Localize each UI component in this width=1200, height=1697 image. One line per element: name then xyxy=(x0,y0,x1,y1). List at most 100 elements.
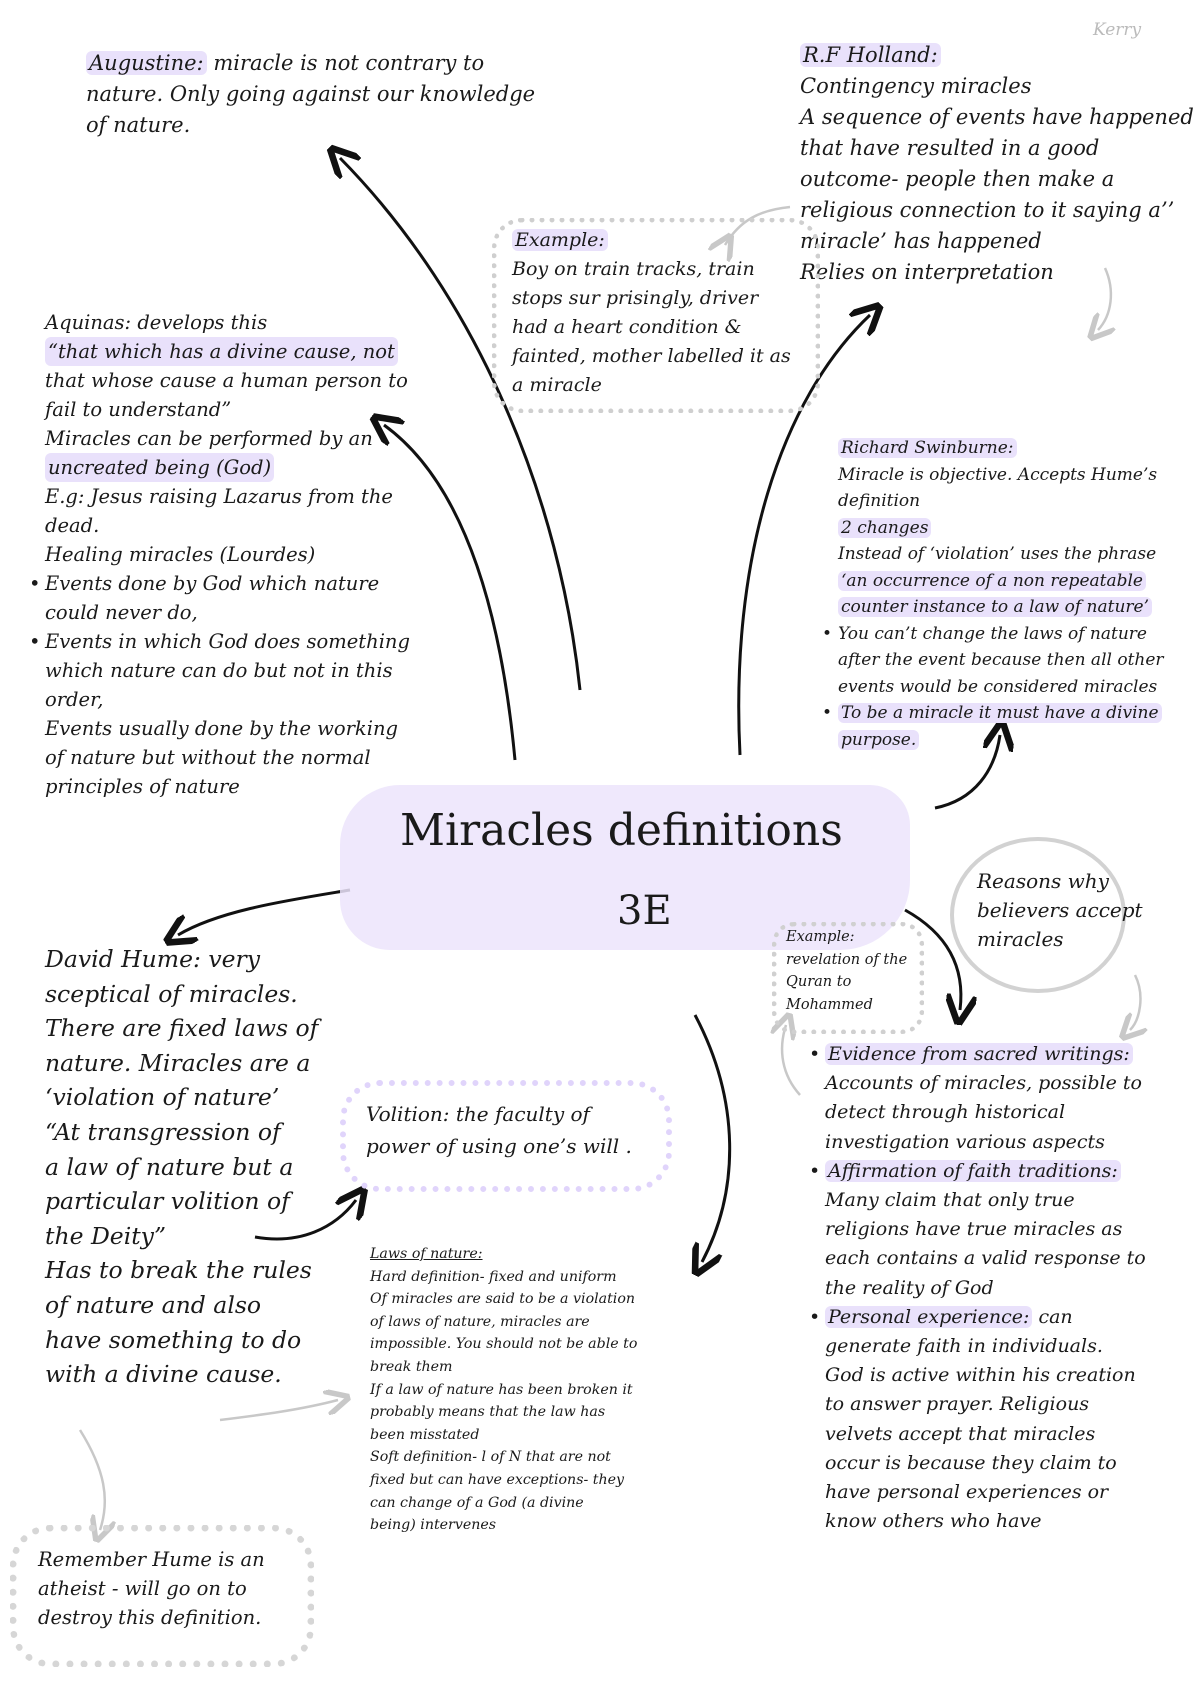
example-train-line: fainted, mother labelled it as xyxy=(512,345,791,367)
reason-line: God is active within his creation xyxy=(825,1364,1136,1387)
laws-line: break them xyxy=(370,1358,453,1375)
holland-line: miracle’ has happened xyxy=(800,229,1042,253)
grey-arrow-holland-down xyxy=(1098,267,1111,330)
arrow-to-volition xyxy=(254,1200,356,1241)
reason-line: to answer prayer. Religious xyxy=(825,1393,1090,1416)
aquinas-line: that whose cause a human person to xyxy=(45,369,408,392)
reason-line: have personal experiences or xyxy=(825,1481,1109,1504)
swinburne-bullet-line: You can’t change the laws of nature xyxy=(822,621,1164,648)
example-quran-line: Example: xyxy=(786,929,855,945)
aquinas-line: “that which has a divine cause, not xyxy=(45,337,398,366)
arrow-to-hume xyxy=(178,888,351,935)
arrow-to-reasons-list xyxy=(904,908,961,1010)
example-quran-note: Example: revelation of the Quran to Moha… xyxy=(786,926,907,1016)
volition-line: Volition: the faculty of xyxy=(366,1102,590,1126)
reasons-line: miracles xyxy=(977,927,1064,951)
aquinas-line: uncreated being (God) xyxy=(45,453,275,482)
reasons-circle xyxy=(950,837,1126,993)
holland-line: outcome- people then make a xyxy=(800,167,1115,191)
holland-line: A sequence of events have happened xyxy=(800,105,1194,129)
aquinas-line: E.g: Jesus raising Lazarus from the xyxy=(45,485,393,508)
holland-line: religious connection to it saying a’’ xyxy=(800,198,1175,222)
swinburne-note: Richard Swinburne: Miracle is objective.… xyxy=(822,435,1164,753)
arrow-to-laws xyxy=(695,1014,732,1262)
laws-line: impossible. You should not be able to xyxy=(370,1336,638,1353)
swinburne-line: ‘an occurrence of a non repeatable xyxy=(838,570,1146,591)
aquinas-line: Miracles can be performed by an xyxy=(45,427,373,450)
hume-line: nature. Miracles are a xyxy=(45,1048,311,1077)
example-train-line: had a heart condition & xyxy=(512,316,742,338)
aquinas-line: Aquinas: develops this xyxy=(45,311,268,334)
aquinas-line: Healing miracles (Lourdes) xyxy=(45,543,316,566)
swinburne-bullet-line: after the event because then all other xyxy=(838,650,1164,670)
aquinas-note: Aquinas: develops this “that which has a… xyxy=(29,308,410,801)
hume-note-cloud xyxy=(10,1525,314,1667)
reason-line: Accounts of miracles, possible to xyxy=(825,1072,1142,1095)
reasons-line: believers accept xyxy=(977,898,1143,922)
holland-line: that have resulted in a good xyxy=(800,136,1100,160)
example-train-line: a miracle xyxy=(512,374,602,396)
aquinas-bullet-line: which nature can do but not in this xyxy=(45,659,393,682)
laws-line: fixed but can have exceptions- they xyxy=(370,1471,625,1488)
hume-line: Has to break the rules xyxy=(45,1256,312,1285)
hume-line: ‘violation of nature’ xyxy=(45,1083,280,1112)
example-train-heading: Example: xyxy=(512,229,608,251)
grey-arrow-reasons-down xyxy=(1130,974,1140,1030)
reason-line: investigation various aspects xyxy=(825,1130,1105,1153)
arrow-to-aquinas xyxy=(384,425,517,761)
swinburne-bullet-line: To be a miracle it must have a divine xyxy=(838,703,1162,723)
reason-line: each contains a valid response to xyxy=(825,1247,1146,1270)
hume-line: David Hume: very xyxy=(45,945,261,973)
reason-heading-tail: can xyxy=(1032,1305,1073,1328)
reason-line: detect through historical xyxy=(825,1101,1066,1124)
reason-heading: Affirmation of faith traditions: xyxy=(825,1159,1121,1182)
aquinas-line: fail to understand” xyxy=(45,398,232,421)
swinburne-bullet-line: events would be considered miracles xyxy=(838,676,1158,697)
center-code: 3E xyxy=(617,888,672,934)
augustine-note: Augustine: miracle is not contrary to na… xyxy=(86,48,535,141)
augustine-line: miracle is not contrary to xyxy=(213,51,485,75)
hume-line: sceptical of miracles. xyxy=(45,979,298,1008)
reason-line: velvets accept that miracles xyxy=(825,1422,1096,1445)
hume-line: of nature and also xyxy=(45,1290,262,1319)
example-quran-cloud xyxy=(772,922,924,1034)
example-train-line: stops sur prisingly, driver xyxy=(512,287,759,309)
hume-reminder-line: destroy this definition. xyxy=(38,1606,262,1629)
laws-line: probably means that the law has xyxy=(370,1404,606,1421)
laws-line: of laws of nature, miracles are xyxy=(370,1313,590,1330)
augustine-line: of nature. xyxy=(86,113,191,137)
holland-note: R.F Holland: Contingency miracles A sequ… xyxy=(800,40,1194,288)
aquinas-bullet-line: order, xyxy=(45,688,104,711)
grey-arrow-to-quran xyxy=(782,1025,801,1096)
grey-arrow-to-note xyxy=(78,1429,105,1530)
grey-arrow-example-holland xyxy=(725,205,791,245)
aquinas-bullet-line: Events done by God which nature xyxy=(29,569,410,598)
hume-note: David Hume: very sceptical of miracles. … xyxy=(45,942,318,1392)
holland-line: Relies on interpretation xyxy=(800,260,1054,284)
aquinas-bullet-line: could never do, xyxy=(45,601,198,624)
aquinas-line: principles of nature xyxy=(45,775,240,798)
swinburne-bullet-line: purpose. xyxy=(838,729,920,750)
swinburne-line: Instead of ‘violation’ uses the phrase xyxy=(838,544,1157,564)
hume-line: There are fixed laws of xyxy=(45,1014,319,1043)
hume-line: have something to do xyxy=(45,1325,302,1354)
swinburne-line: counter instance to a law of nature’ xyxy=(838,597,1153,617)
reason-line: occur is because they claim to xyxy=(825,1451,1117,1474)
laws-line: Of miracles are said to be a violation xyxy=(370,1291,636,1308)
aquinas-line: dead. xyxy=(45,514,100,537)
example-quran-line: Mohammed xyxy=(786,996,873,1013)
reason-line: know others who have xyxy=(825,1510,1042,1533)
author-name: Kerry xyxy=(1093,20,1142,40)
example-train-note: Example: Boy on train tracks, train stop… xyxy=(512,226,791,400)
hume-line: with a divine cause. xyxy=(45,1360,282,1389)
swinburne-name: Richard Swinburne: xyxy=(838,438,1017,458)
hume-line: a law of nature but a xyxy=(45,1152,294,1181)
reason-line: generate faith in individuals. xyxy=(825,1335,1103,1358)
hume-line: “At transgression of xyxy=(45,1117,281,1146)
reason-line: religions have true miracles as xyxy=(825,1218,1123,1241)
grey-arrow-to-laws xyxy=(219,1400,338,1422)
reason-line: the reality of God xyxy=(825,1276,994,1299)
example-quran-line: Quran to xyxy=(786,974,852,990)
aquinas-line: of nature but without the normal xyxy=(45,746,371,769)
